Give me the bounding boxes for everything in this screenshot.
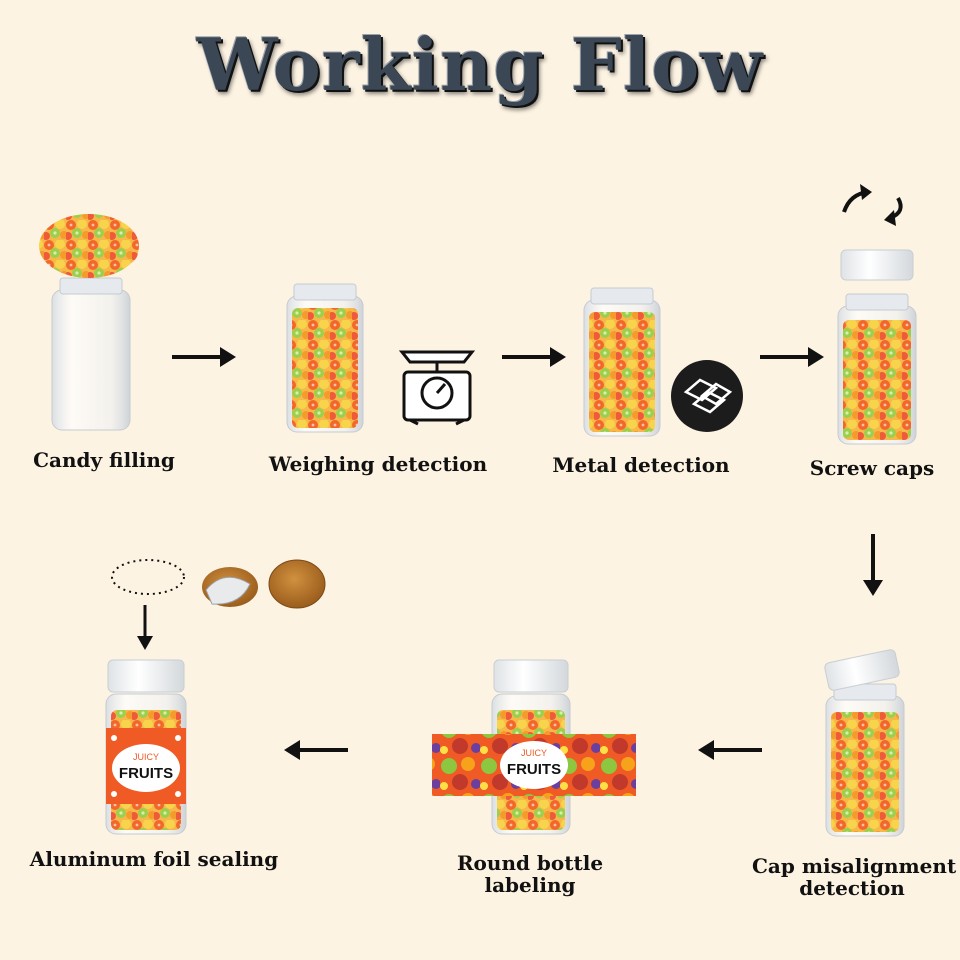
foil-liners [111,559,326,609]
arrow-left-icon [284,740,348,760]
step-label-round-bottle-2: labeling [484,873,576,897]
step-aluminum-foil-sealing: JUICY FRUITS [105,659,187,835]
jar-body [51,289,131,431]
step-metal-detection [583,287,661,437]
arrow-down-icon [137,605,153,650]
step-label-screw-caps: Screw caps [809,456,935,480]
arrow-down-icon [863,534,883,596]
rotate-icon [842,184,903,226]
label-fruits-text: FRUITS [119,765,173,782]
step-screw-caps [837,249,917,445]
step-label-weighing-detection: Weighing detection [268,452,488,476]
jar-neck [59,277,123,295]
label-juicy-text: JUICY [521,748,547,758]
step-label-aluminum-foil-sealing: Aluminum foil sealing [29,847,279,871]
label-juicy-text: JUICY [133,752,159,762]
tilted-cap [824,649,900,691]
foil-disc [268,559,326,609]
arrow-left-icon [698,740,762,760]
dotted-outline [111,559,185,595]
step-candy-filling [39,214,139,431]
step-label-metal-detection: Metal detection [552,453,730,477]
step-round-bottle-labeling: JUICY FRUITS [432,659,636,835]
step-label-cap-misalignment-2: detection [799,876,905,900]
step-cap-misalignment-detection [824,649,905,837]
arrow-right-icon [760,347,824,367]
step-label-candy-filling: Candy filling [33,448,175,472]
label-fruits-text: FRUITS [507,761,561,778]
step-label-round-bottle: Round bottle [456,851,604,875]
step-weighing-detection [286,283,364,433]
metal-bars-icon [671,360,743,432]
scale-icon [398,350,476,426]
cap [840,249,914,281]
arrow-right-icon [172,347,236,367]
step-label-cap-misalignment: Cap misalignment [752,854,957,878]
arrow-right-icon [502,347,566,367]
page-title: Working Flow [196,22,764,107]
